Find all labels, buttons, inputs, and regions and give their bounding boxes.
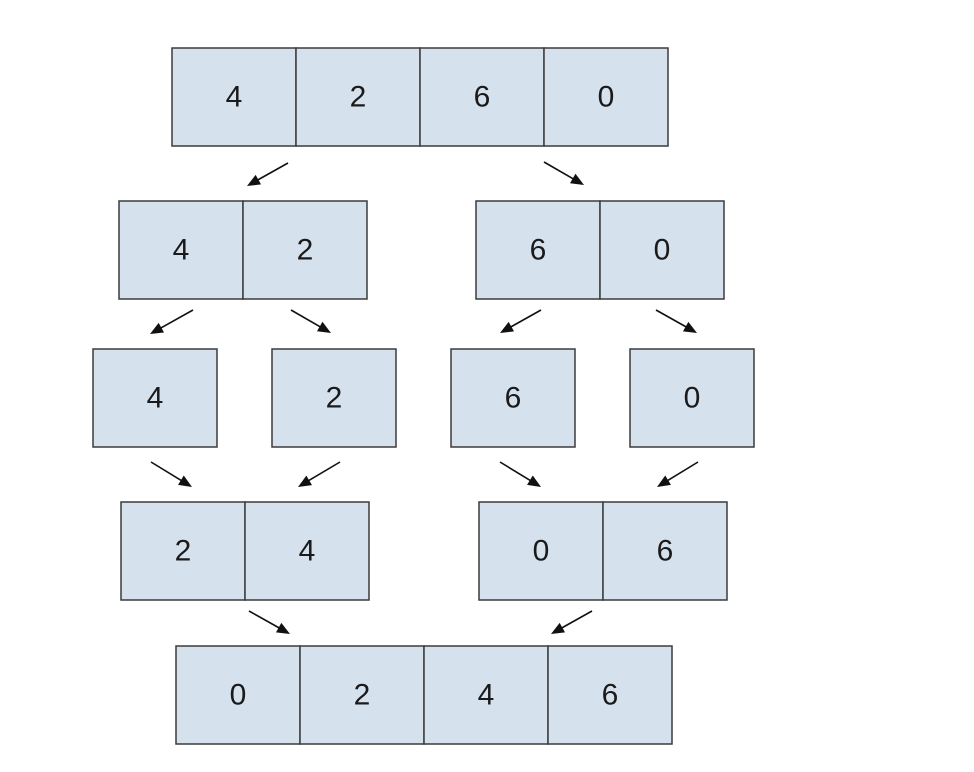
array-cell (92, 348, 218, 448)
arrow-shaft (509, 309, 542, 329)
arrows-layer (150, 161, 699, 634)
array-cell (171, 47, 297, 147)
arrow-icon (150, 461, 192, 487)
array-cell (244, 501, 370, 601)
array-cell (242, 200, 368, 300)
arrow-shaft (499, 461, 533, 482)
arrow-head (150, 322, 165, 334)
cell-value: 0 (598, 81, 615, 114)
arrow-shaft (248, 610, 281, 630)
arrow-head (316, 321, 331, 333)
arrow-shaft (290, 309, 322, 329)
arrow-icon (247, 162, 289, 186)
cell-value: 6 (602, 679, 619, 712)
cell-value: 0 (533, 535, 550, 568)
arrow-icon (499, 461, 541, 487)
array-cell (423, 645, 549, 745)
arrow-icon (500, 309, 542, 333)
array-cell (450, 348, 576, 448)
arrow-head (551, 622, 566, 634)
cell-value: 0 (654, 234, 671, 267)
cell-value: 4 (299, 535, 316, 568)
cell-value: 4 (147, 382, 164, 415)
array-cell (419, 47, 545, 147)
arrow-icon (657, 461, 699, 487)
arrow-head (298, 475, 312, 487)
arrow-icon (551, 610, 593, 634)
array-cell (543, 47, 669, 147)
cell-value: 0 (230, 679, 247, 712)
array-cell (295, 47, 421, 147)
arrow-shaft (560, 610, 593, 630)
array-box: 6 (450, 348, 576, 448)
array-cell (299, 645, 425, 745)
cell-value: 2 (175, 535, 192, 568)
array-box: 4 2 6 0 (171, 47, 669, 147)
cell-value: 4 (478, 679, 495, 712)
array-cell (547, 645, 673, 745)
cell-value: 4 (173, 234, 190, 267)
arrow-shaft (655, 309, 688, 329)
cell-value: 2 (350, 81, 367, 114)
arrow-icon (543, 161, 584, 185)
arrow-icon (298, 461, 341, 487)
array-cell (599, 200, 725, 300)
array-cell (175, 645, 301, 745)
cell-value: 4 (226, 81, 243, 114)
array-cell (271, 348, 397, 448)
arrow-head (657, 475, 671, 487)
array-cell (602, 501, 728, 601)
array-cell (629, 348, 755, 448)
array-box: 2 (271, 348, 397, 448)
arrow-shaft (150, 461, 184, 482)
array-box: 0 (629, 348, 755, 448)
arrow-icon (248, 610, 290, 634)
cell-value: 2 (354, 679, 371, 712)
arrow-head (247, 174, 262, 186)
arrow-icon (150, 309, 194, 334)
arrow-shaft (256, 162, 289, 182)
arrow-head (178, 475, 192, 487)
arrow-head (275, 622, 290, 634)
cell-value: 2 (326, 382, 343, 415)
array-box: 0 2 4 6 (175, 645, 673, 745)
arrow-shaft (307, 461, 341, 483)
arrow-head (500, 321, 515, 333)
arrow-shaft (159, 309, 194, 330)
array-cell (475, 200, 601, 300)
array-box: 4 (92, 348, 218, 448)
array-cell (120, 501, 246, 601)
array-cell (478, 501, 604, 601)
arrow-icon (655, 309, 697, 333)
cell-value: 6 (657, 535, 674, 568)
arrow-shaft (543, 161, 575, 181)
arrow-head (682, 321, 697, 333)
cell-value: 6 (505, 382, 522, 415)
arrow-head (569, 173, 584, 185)
cell-value: 6 (530, 234, 547, 267)
arrow-icon (290, 309, 331, 333)
cell-value: 2 (297, 234, 314, 267)
arrow-head (527, 475, 541, 487)
cell-value: 0 (684, 382, 701, 415)
arrow-shaft (665, 461, 699, 482)
cell-value: 6 (474, 81, 491, 114)
